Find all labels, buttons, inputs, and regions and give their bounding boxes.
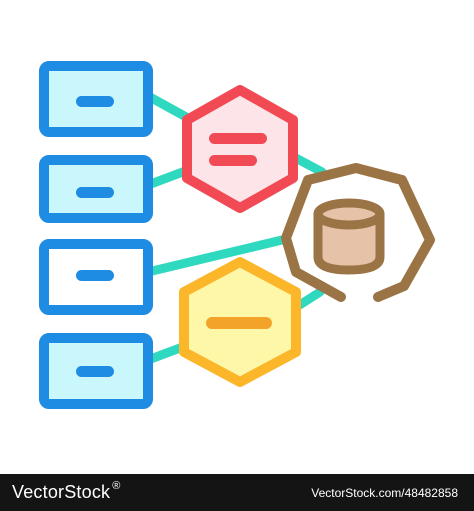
- database-cylinder-icon: [313, 198, 385, 275]
- data-box: [39, 333, 153, 409]
- yellow-hexagon-node: [179, 257, 301, 387]
- data-structure-illustration: [39, 61, 435, 409]
- brand-logo: VectorStock ®: [12, 480, 121, 503]
- database-hexagon-node: [281, 163, 435, 302]
- data-box: [39, 155, 153, 223]
- connector-line: [143, 235, 287, 277]
- data-box: [39, 239, 153, 315]
- registered-mark-icon: ®: [112, 480, 121, 492]
- red-hexagon-node: [182, 85, 298, 213]
- watermark-footer: VectorStock ® VectorStock.com/48482858: [0, 474, 474, 511]
- connector-line: [143, 165, 193, 190]
- connector-line: [143, 91, 193, 123]
- brand-name: VectorStock: [12, 482, 111, 502]
- data-box: [39, 61, 153, 137]
- connector-line: [293, 287, 325, 311]
- stock-id: VectorStock.com/48482858: [311, 485, 458, 500]
